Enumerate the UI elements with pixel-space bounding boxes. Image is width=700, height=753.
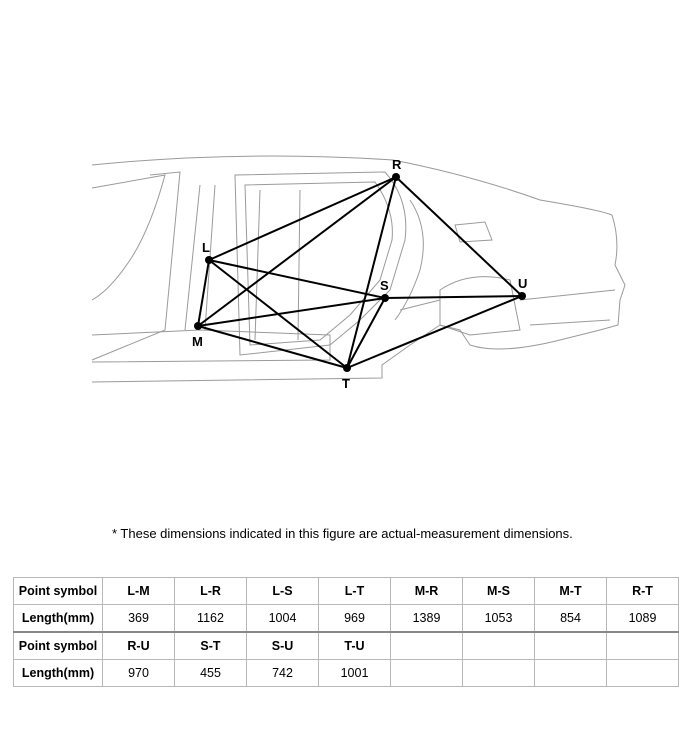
point-label-T: T xyxy=(342,376,350,391)
point-label-U: U xyxy=(518,276,527,291)
table-cell xyxy=(534,659,607,687)
table-cell: 455 xyxy=(174,659,247,687)
table-row-lengths-1: Length(mm) 369 1162 1004 969 1389 1053 8… xyxy=(13,604,679,633)
row-header: Length(mm) xyxy=(13,604,103,633)
table-cell: 369 xyxy=(102,604,175,633)
segment-L-R xyxy=(208,176,397,261)
table-cell: S-T xyxy=(174,631,247,660)
table-row-symbols-2: Point symbol R-U S-T S-U T-U xyxy=(13,631,679,660)
row-header: Point symbol xyxy=(13,631,103,660)
measurement-note: * These dimensions indicated in this fig… xyxy=(112,526,573,541)
segment-M-R xyxy=(197,176,397,327)
table-cell: 854 xyxy=(534,604,607,633)
segment-S-U xyxy=(384,295,523,299)
point-M xyxy=(194,322,202,330)
table-cell: T-U xyxy=(318,631,391,660)
segment-L-M xyxy=(197,259,210,327)
segment-R-U xyxy=(395,176,523,297)
table-cell: R-T xyxy=(606,577,679,605)
body-dimension-diagram: L M R S T U xyxy=(91,155,626,391)
point-label-R: R xyxy=(392,157,402,172)
point-label-S: S xyxy=(380,278,389,293)
table-cell xyxy=(462,659,535,687)
point-T xyxy=(343,364,351,372)
table-cell: 970 xyxy=(102,659,175,687)
point-U xyxy=(518,292,526,300)
table-cell: 1053 xyxy=(462,604,535,633)
table-cell xyxy=(606,659,679,687)
table-cell: 969 xyxy=(318,604,391,633)
table-cell xyxy=(534,631,607,660)
table-cell: M-R xyxy=(390,577,463,605)
measurement-points: L M R S T U xyxy=(192,157,527,391)
table-cell: 1089 xyxy=(606,604,679,633)
table-row-symbols-1: Point symbol L-M L-R L-S L-T M-R M-S M-T… xyxy=(13,577,679,605)
table-cell xyxy=(462,631,535,660)
row-header: Length(mm) xyxy=(13,659,103,687)
segment-S-T xyxy=(346,297,386,369)
table-cell: 1004 xyxy=(246,604,319,633)
row-header: Point symbol xyxy=(13,577,103,605)
table-cell: L-M xyxy=(102,577,175,605)
table-cell: 1389 xyxy=(390,604,463,633)
table-cell: L-R xyxy=(174,577,247,605)
table-row-lengths-2: Length(mm) 970 455 742 1001 xyxy=(13,659,679,687)
segment-R-T xyxy=(346,176,397,369)
table-cell: 1001 xyxy=(318,659,391,687)
table-cell: L-S xyxy=(246,577,319,605)
table-cell: R-U xyxy=(102,631,175,660)
measurement-lines xyxy=(197,176,523,369)
dimension-table: Point symbol L-M L-R L-S L-T M-R M-S M-T… xyxy=(13,577,679,687)
table-cell xyxy=(390,659,463,687)
point-S xyxy=(381,294,389,302)
segment-M-T xyxy=(197,325,348,369)
point-R xyxy=(392,173,400,181)
point-label-M: M xyxy=(192,334,203,349)
table-cell xyxy=(606,631,679,660)
segment-M-S xyxy=(197,297,386,327)
table-cell: S-U xyxy=(246,631,319,660)
table-cell: 742 xyxy=(246,659,319,687)
table-cell: L-T xyxy=(318,577,391,605)
table-cell: M-T xyxy=(534,577,607,605)
segment-L-S xyxy=(208,259,386,299)
point-label-L: L xyxy=(202,240,210,255)
segment-T-U xyxy=(346,295,523,369)
table-cell: M-S xyxy=(462,577,535,605)
table-cell xyxy=(390,631,463,660)
table-cell: 1162 xyxy=(174,604,247,633)
point-L xyxy=(205,256,213,264)
